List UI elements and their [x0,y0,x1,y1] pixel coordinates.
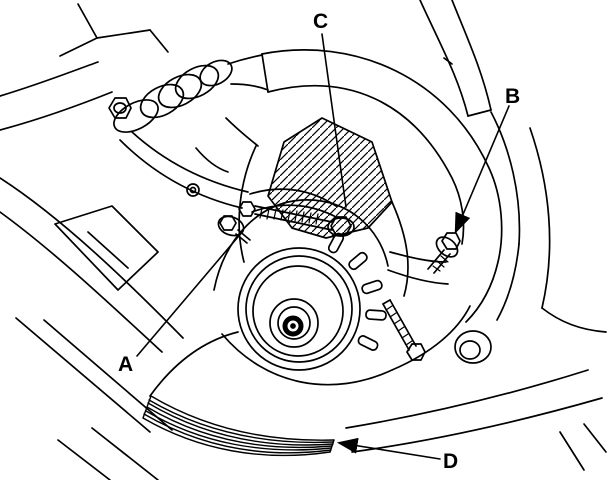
vent-slots [327,232,387,351]
leader-line-b [454,105,510,234]
mount-bolt-b [427,232,461,274]
adjuster-bolt [238,188,355,237]
top-right-hose [419,0,492,117]
drive-belt [142,395,335,457]
leader-line-d [336,437,441,460]
bracket-arm [119,117,259,209]
leader-line-a [136,230,244,357]
label-b: B [505,85,521,108]
label-a: A [118,353,134,376]
callout-leaders [136,33,510,460]
alternator-housing [213,117,449,351]
frame-lines [0,177,607,480]
pivot-bolt [382,299,426,361]
adjuster-nut [330,216,352,236]
right-body-lines [490,111,607,333]
bracket-hole [454,330,492,364]
leader-line-c [321,33,347,208]
upper-mount-boss [108,54,269,133]
label-d: D [443,450,459,473]
alternator-fins-hatch [267,117,393,239]
pulley [237,247,361,371]
label-c: C [313,10,329,33]
adjuster-nut-washer [327,217,355,237]
engine-block-edges [0,3,169,131]
